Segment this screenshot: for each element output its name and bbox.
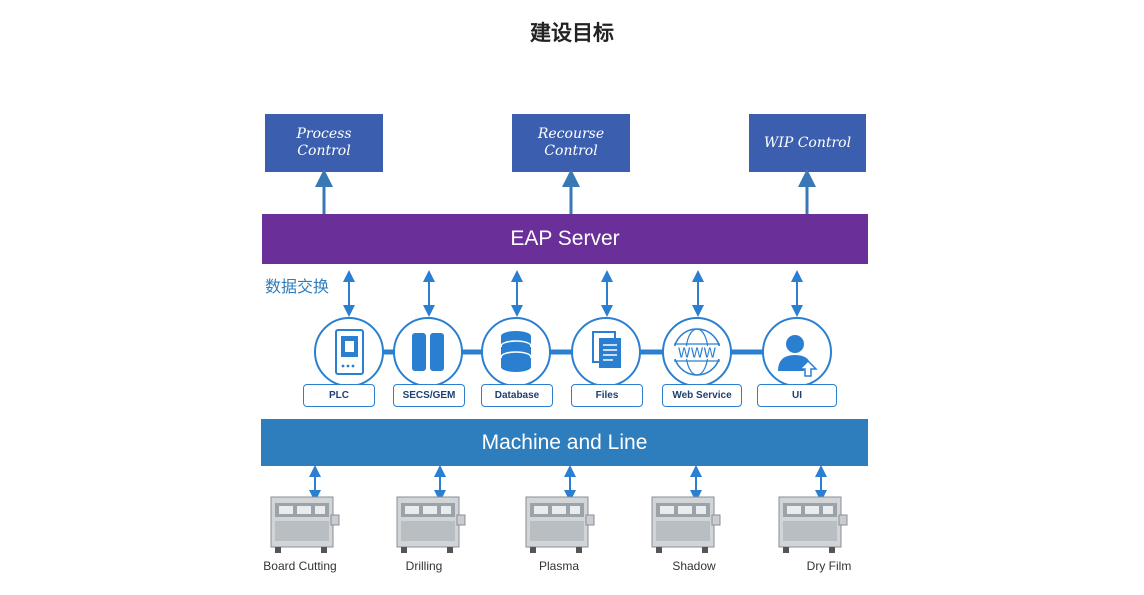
resource-control-box: Recourse Control bbox=[512, 114, 630, 172]
node-label-secs-gem: SECS/GEM bbox=[393, 384, 465, 407]
node-label-plc: PLC bbox=[303, 384, 375, 407]
ui-node bbox=[762, 317, 832, 387]
machine-label-plasma: Plasma bbox=[538, 559, 579, 573]
web-service-node: WWW bbox=[662, 317, 732, 387]
database-node bbox=[481, 317, 551, 387]
machine-label-dry-film: Dry Film bbox=[806, 559, 852, 573]
node-label-files: Files bbox=[571, 384, 643, 407]
plc-panel-icon bbox=[335, 329, 364, 375]
plasma-machine-image bbox=[524, 495, 596, 560]
machine-label-drilling: Drilling bbox=[405, 559, 443, 573]
machine-line-band: Machine and Line bbox=[261, 419, 868, 466]
svg-text:WWW: WWW bbox=[678, 347, 717, 362]
node-label-database: Database bbox=[481, 384, 553, 407]
database-icon bbox=[500, 331, 532, 372]
user-upload-icon bbox=[778, 335, 818, 377]
page-title: 建设目标 bbox=[530, 22, 614, 45]
drilling-machine-image bbox=[395, 495, 467, 560]
wip-control-box: WIP Control bbox=[749, 114, 866, 172]
dry-film-machine-image bbox=[777, 495, 849, 560]
shadow-machine-image bbox=[650, 495, 722, 560]
data-exchange-label: 数据交换 bbox=[265, 279, 330, 296]
plc-node bbox=[314, 317, 384, 387]
secs-gem-node bbox=[393, 317, 463, 387]
machine-label-shadow: Shadow bbox=[672, 559, 716, 573]
node-label-web-service: Web Service bbox=[662, 384, 742, 407]
machine-label-board-cutting: Board Cutting bbox=[263, 559, 337, 573]
eap-server-band: EAP Server bbox=[262, 214, 868, 264]
files-icon bbox=[592, 331, 621, 368]
www-globe-icon: WWW bbox=[672, 328, 722, 376]
process-control-box: Process Control bbox=[265, 114, 383, 172]
node-label-ui: UI bbox=[757, 384, 837, 407]
files-node bbox=[571, 317, 641, 387]
secs-gem-icon bbox=[412, 333, 444, 371]
board-cutting-machine-image bbox=[269, 495, 341, 560]
